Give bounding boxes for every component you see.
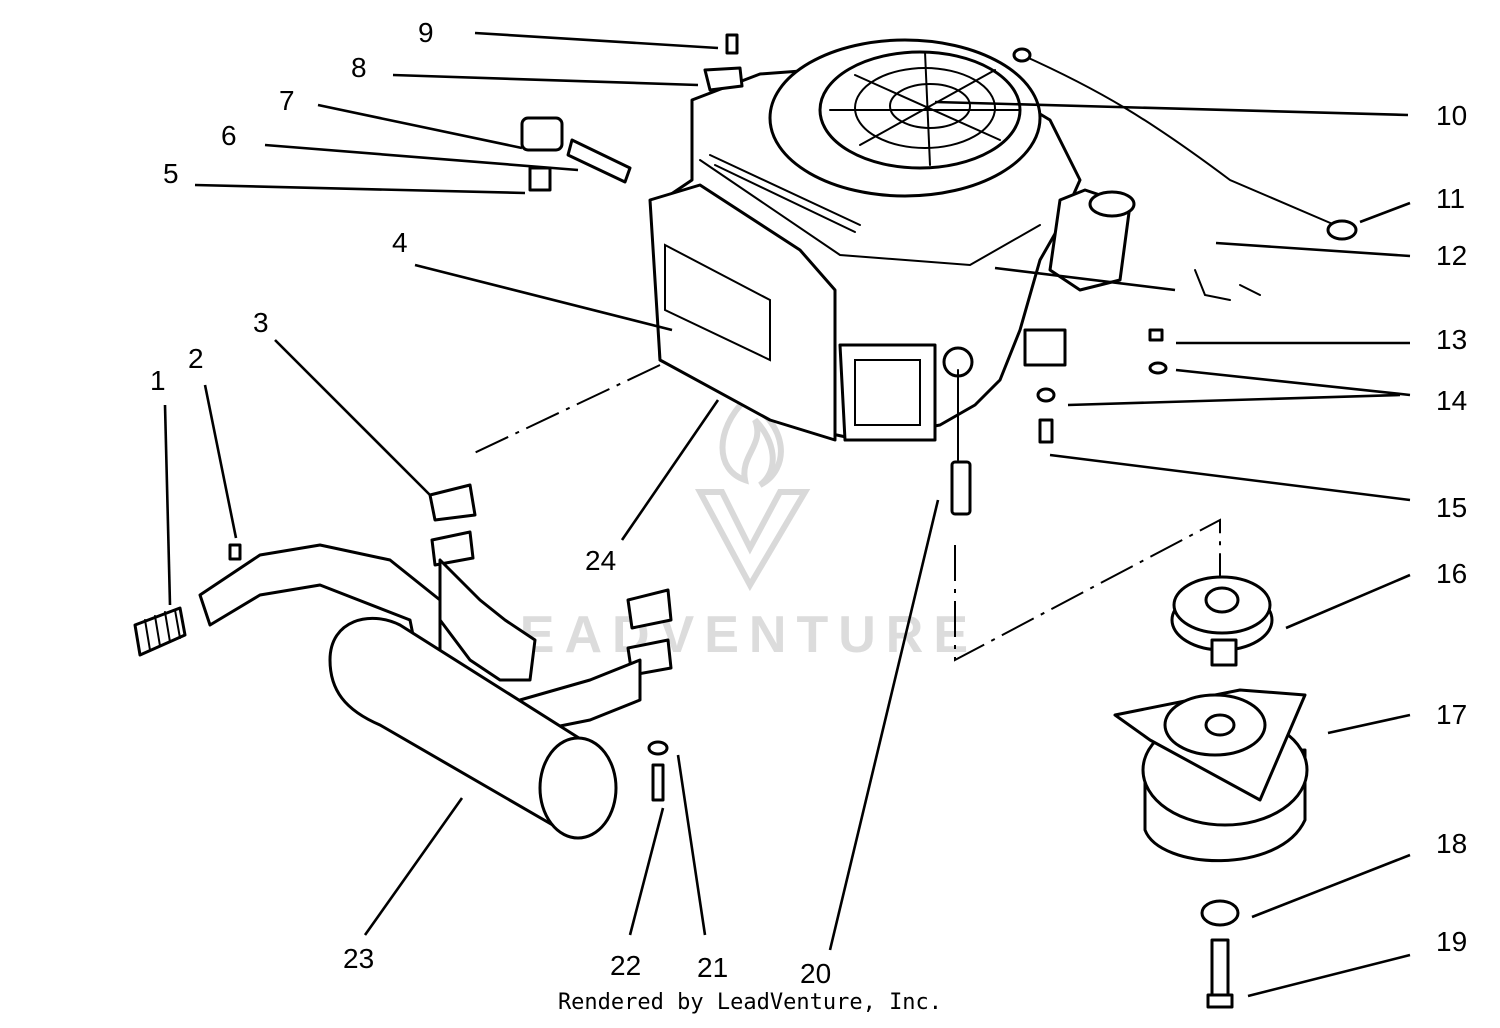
callout-10: 10 bbox=[1436, 100, 1467, 131]
callout-9: 9 bbox=[418, 17, 434, 48]
callout-8: 8 bbox=[351, 52, 367, 83]
callout-18: 18 bbox=[1436, 828, 1467, 859]
callout-14: 14 bbox=[1436, 385, 1467, 416]
callout-22: 22 bbox=[610, 950, 641, 981]
mount-hardware-right bbox=[1023, 269, 1261, 444]
callout-20: 20 bbox=[800, 958, 831, 989]
footer-credit: Rendered by LeadVenture, Inc. bbox=[557, 990, 943, 1015]
callout-5: 5 bbox=[163, 158, 179, 189]
callout-16: 16 bbox=[1436, 558, 1467, 589]
callout-1: 1 bbox=[150, 365, 166, 396]
oil-filter bbox=[1048, 188, 1136, 292]
callout-4: 4 bbox=[392, 227, 408, 258]
ground-wire bbox=[1012, 47, 1358, 241]
callout-13: 13 bbox=[1436, 324, 1467, 355]
engine-pulley bbox=[1170, 575, 1274, 667]
bracket-and-screw bbox=[703, 33, 744, 92]
callout-17: 17 bbox=[1436, 699, 1467, 730]
callout-2: 2 bbox=[188, 343, 204, 374]
callout-12: 12 bbox=[1436, 240, 1467, 271]
muffler bbox=[198, 543, 642, 840]
spark-arrester-and-screw bbox=[133, 543, 242, 657]
callout-6: 6 bbox=[221, 120, 237, 151]
electric-pto-clutch bbox=[1113, 688, 1309, 863]
callout-19: 19 bbox=[1436, 926, 1467, 957]
watermark-text: LEADVENTURE bbox=[478, 606, 978, 664]
callout-numbers: 1 2 3 4 5 6 7 8 9 10 11 12 13 14 15 16 1… bbox=[150, 17, 1467, 989]
callout-15: 15 bbox=[1436, 492, 1467, 523]
callout-3: 3 bbox=[253, 307, 269, 338]
muffler-bolt-and-washer bbox=[647, 740, 669, 802]
clutch-bolt-and-washer bbox=[1200, 899, 1240, 1009]
oil-drain-elbow-assembly bbox=[520, 116, 632, 192]
callout-7: 7 bbox=[279, 85, 295, 116]
spark-plug bbox=[950, 369, 972, 516]
callout-23: 23 bbox=[343, 943, 374, 974]
alignment-lines bbox=[469, 364, 1221, 662]
leadventure-watermark-logo: LEADVENTURE bbox=[478, 396, 978, 664]
callout-24: 24 bbox=[585, 545, 616, 576]
callout-21: 21 bbox=[697, 952, 728, 983]
callout-11: 11 bbox=[1436, 183, 1465, 214]
blower-housing bbox=[768, 38, 1042, 198]
leader-lines bbox=[163, 31, 1411, 998]
